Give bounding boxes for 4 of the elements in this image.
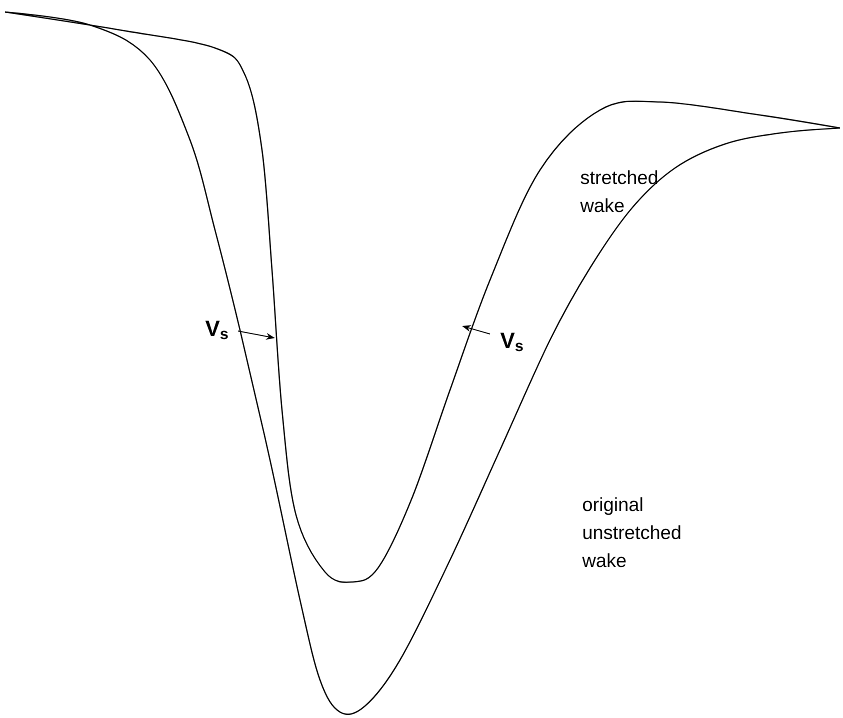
velocity-label: V$_{s}$ [500,332,523,352]
region-label: original unstretched wake [582,497,680,568]
region-label: stretched wake [580,170,658,212]
velocity-label: V$_{s}$ [205,320,228,340]
